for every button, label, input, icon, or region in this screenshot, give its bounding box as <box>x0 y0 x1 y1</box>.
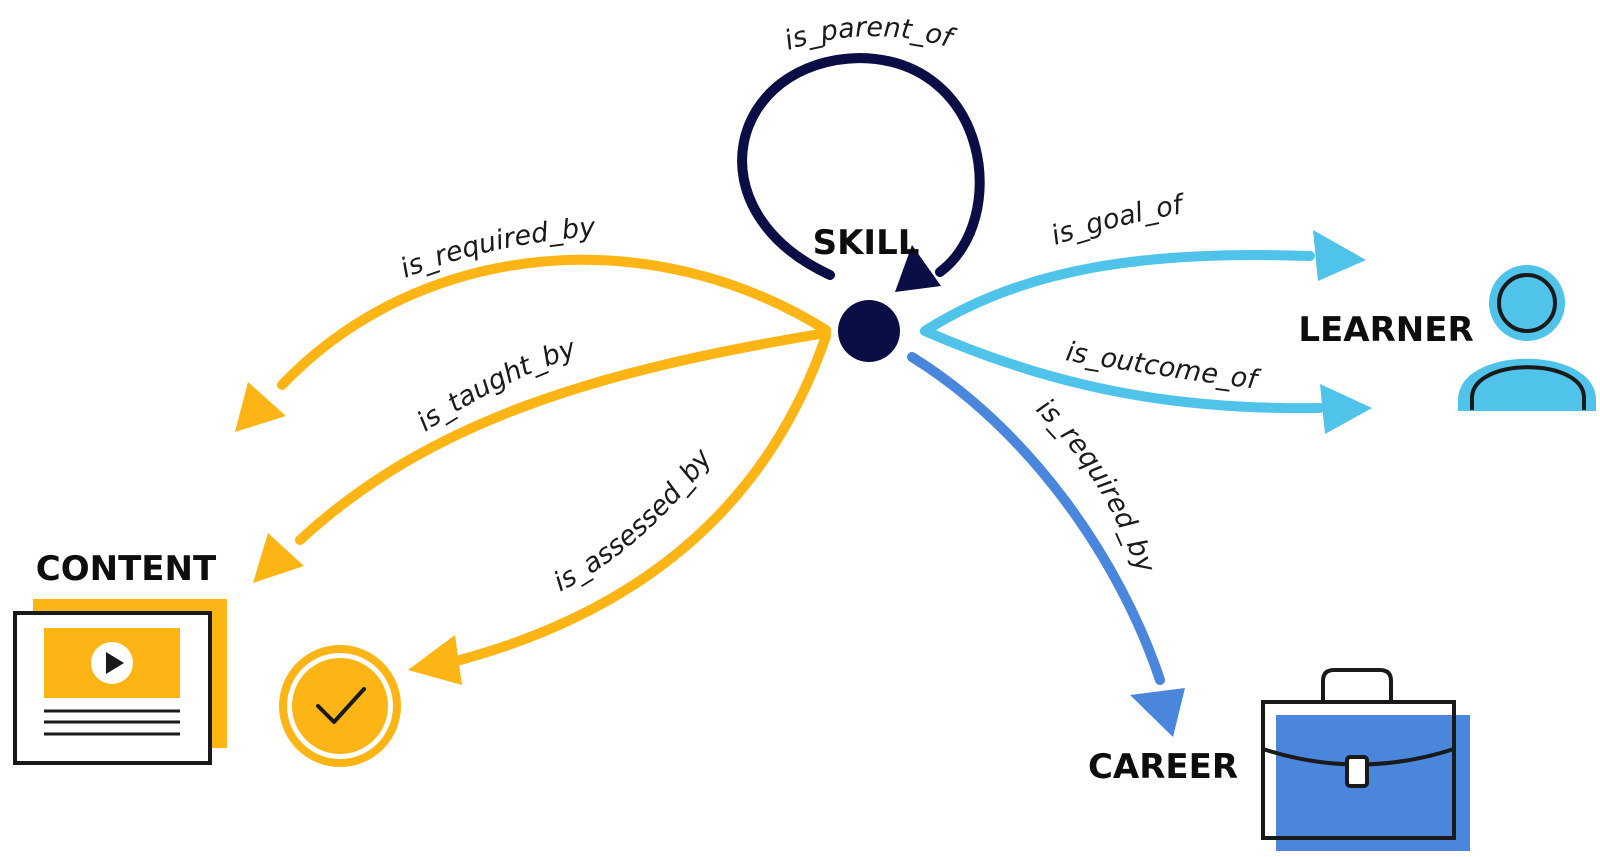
checkmark-icon <box>316 687 366 724</box>
arrowhead-is-outcome-of <box>1320 384 1372 434</box>
arrowhead-is-assessed-by <box>408 635 462 685</box>
arrowhead-is-taught-by <box>253 533 304 583</box>
svg-text:is_required_by: is_required_by <box>396 212 597 284</box>
label-skill: SKILL <box>813 223 920 263</box>
arrowhead-is-goal-of <box>1313 230 1366 281</box>
arrowhead-is-parent-of <box>895 245 941 292</box>
node-career: CAREER <box>1088 668 1470 851</box>
node-skill: SKILL <box>813 223 920 362</box>
edge-is-parent-of: is_parent_of <box>737 12 985 292</box>
label-is-goal-of: is_goal_of <box>1048 189 1188 252</box>
label-content: CONTENT <box>36 549 217 589</box>
video-content-icon <box>13 599 227 765</box>
label-is-required-by-content: is_required_by <box>396 212 597 284</box>
label-is-assessed-by: is_assessed_by <box>549 442 719 598</box>
user-icon <box>1458 265 1596 411</box>
arrowhead-is-required-by-content <box>235 382 286 432</box>
edge-is-taught-by: is_taught_by <box>253 328 831 583</box>
edge-is-required-by-career: is_required_by <box>907 352 1185 737</box>
node-learner: LEARNER <box>1298 265 1596 411</box>
svg-text:is_assessed_by: is_assessed_by <box>549 442 719 598</box>
skill-dot <box>838 300 900 362</box>
node-content: CONTENT <box>13 549 401 767</box>
label-is-parent-of: is_parent_of <box>781 12 959 57</box>
arrowhead-is-required-by-career <box>1130 688 1185 737</box>
svg-text:is_parent_of: is_parent_of <box>781 12 959 57</box>
briefcase-icon <box>1261 668 1470 851</box>
label-career: CAREER <box>1088 747 1238 787</box>
svg-text:is_goal_of: is_goal_of <box>1048 189 1188 252</box>
label-learner: LEARNER <box>1298 310 1473 350</box>
play-icon <box>106 652 124 674</box>
assessment-check-icon <box>279 645 401 767</box>
